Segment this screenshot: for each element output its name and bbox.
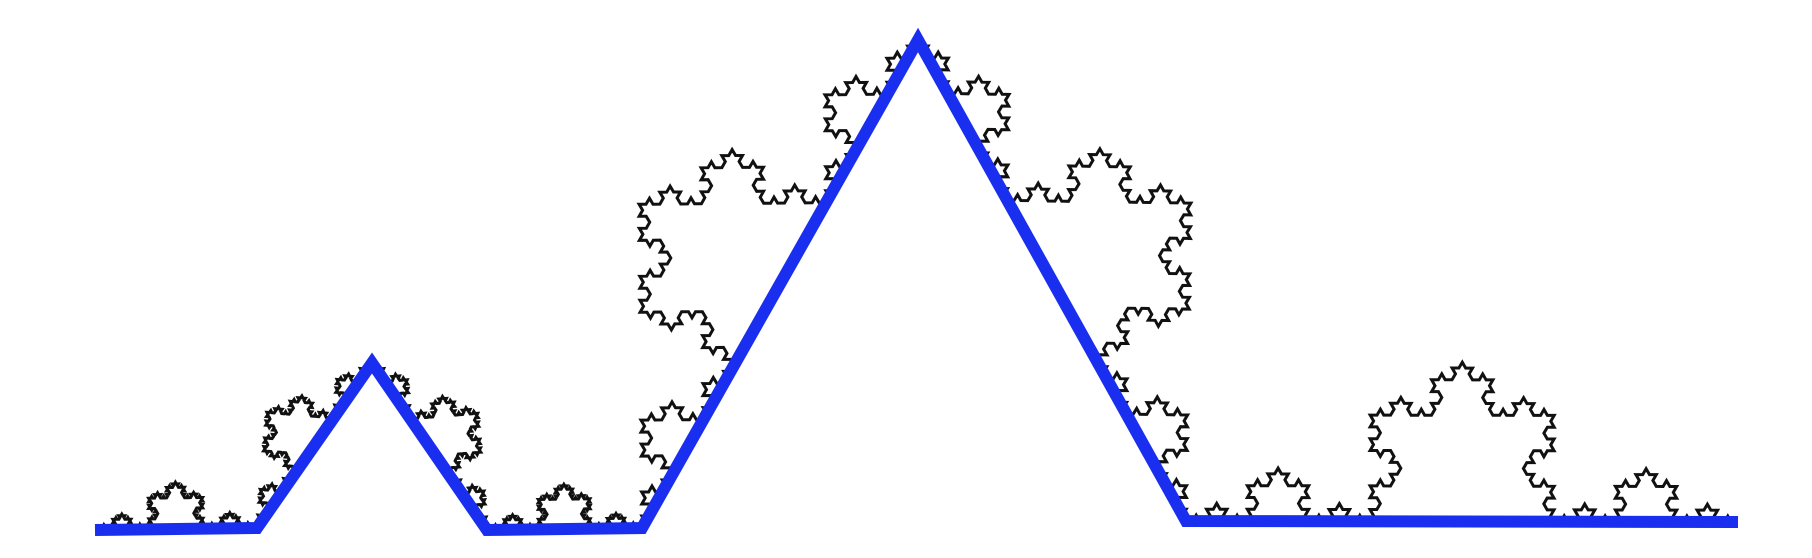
koch-fractal-segment bbox=[370, 362, 490, 531]
koch-fractal-segment bbox=[916, 39, 1194, 522]
koch-fractal-segment bbox=[487, 481, 642, 532]
koch-fractal-segment bbox=[95, 479, 257, 532]
koch-fractal bbox=[95, 39, 1738, 532]
approximation-polyline bbox=[94, 27, 1739, 537]
approximation-line-group bbox=[94, 27, 1739, 537]
koch-fractal-segment bbox=[636, 39, 920, 529]
koch-fractal-segment bbox=[1186, 359, 1738, 524]
koch-fractal-segment bbox=[254, 362, 374, 529]
